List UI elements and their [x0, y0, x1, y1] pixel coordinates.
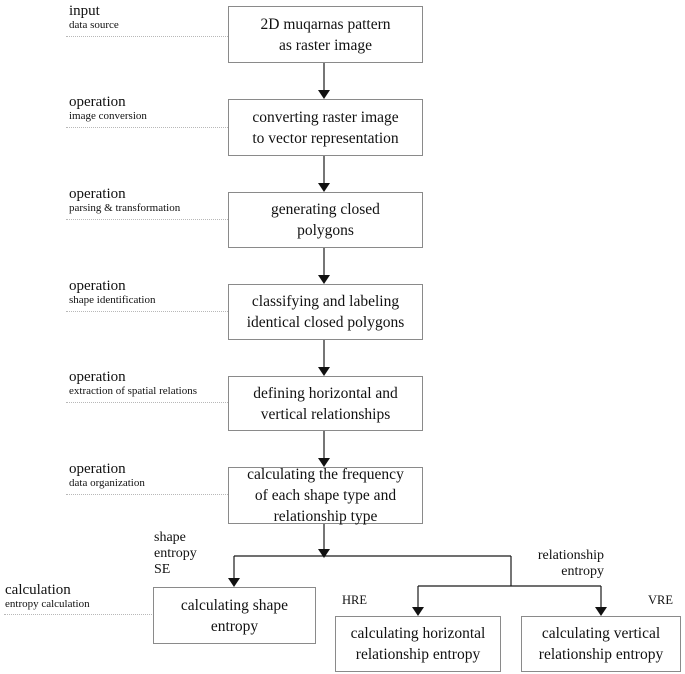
- relationship-entropy-label: relationship entropy: [537, 548, 604, 579]
- guide-line: [66, 36, 228, 37]
- stage-category: calculation: [5, 582, 71, 598]
- arrowhead: [318, 549, 330, 558]
- stage-category: operation: [69, 461, 126, 477]
- stage-category: operation: [69, 278, 126, 294]
- arrowhead: [318, 183, 330, 192]
- stage-subcategory: data source: [69, 19, 119, 31]
- arrowhead: [318, 275, 330, 284]
- vre-label: VRE: [648, 593, 673, 607]
- stage-subcategory: parsing & transformation: [69, 202, 181, 214]
- guide-line: [66, 311, 228, 312]
- stage-category: operation: [69, 94, 126, 110]
- stage-category: operation: [69, 186, 126, 202]
- horizontal-entropy-box: calculating horizontal relationship entr…: [335, 616, 501, 672]
- stage-category: operation: [69, 369, 126, 385]
- stage-subcategory: image conversion: [69, 110, 147, 122]
- stage-subcategory: shape identification: [69, 294, 156, 306]
- guide-line: [66, 219, 228, 220]
- arrowhead: [318, 367, 330, 376]
- arrowhead: [318, 90, 330, 99]
- stage-subcategory: extraction of spatial relations: [69, 385, 197, 397]
- stage-subcategory: data organization: [69, 477, 145, 489]
- vertical-entropy-box: calculating vertical relationship entrop…: [521, 616, 681, 672]
- guide-line: [4, 614, 154, 615]
- step-box-closed-polygons: generating closed polygons: [228, 192, 423, 248]
- step-box-vector-conversion: converting raster image to vector repres…: [228, 99, 423, 156]
- arrowhead: [412, 607, 424, 616]
- step-box-relationships: defining horizontal and vertical relatio…: [228, 376, 423, 431]
- step-box-frequency: calculating the frequency of each shape …: [228, 466, 423, 525]
- step-box-raster-input: 2D muqarnas pattern as raster image: [228, 6, 423, 63]
- arrowhead: [318, 458, 330, 467]
- guide-line: [66, 402, 228, 403]
- step-box-classify-polygons: classifying and labeling identical close…: [228, 284, 423, 340]
- guide-line: [66, 494, 228, 495]
- arrowhead: [595, 607, 607, 616]
- stage-category: input: [69, 3, 100, 19]
- arrowhead: [228, 578, 240, 587]
- stage-subcategory: entropy calculation: [5, 598, 90, 610]
- shape-entropy-box: calculating shape entropy: [153, 587, 316, 644]
- guide-line: [66, 127, 228, 128]
- shape-entropy-label: shape entropy SE: [154, 530, 197, 577]
- hre-label: HRE: [342, 593, 367, 607]
